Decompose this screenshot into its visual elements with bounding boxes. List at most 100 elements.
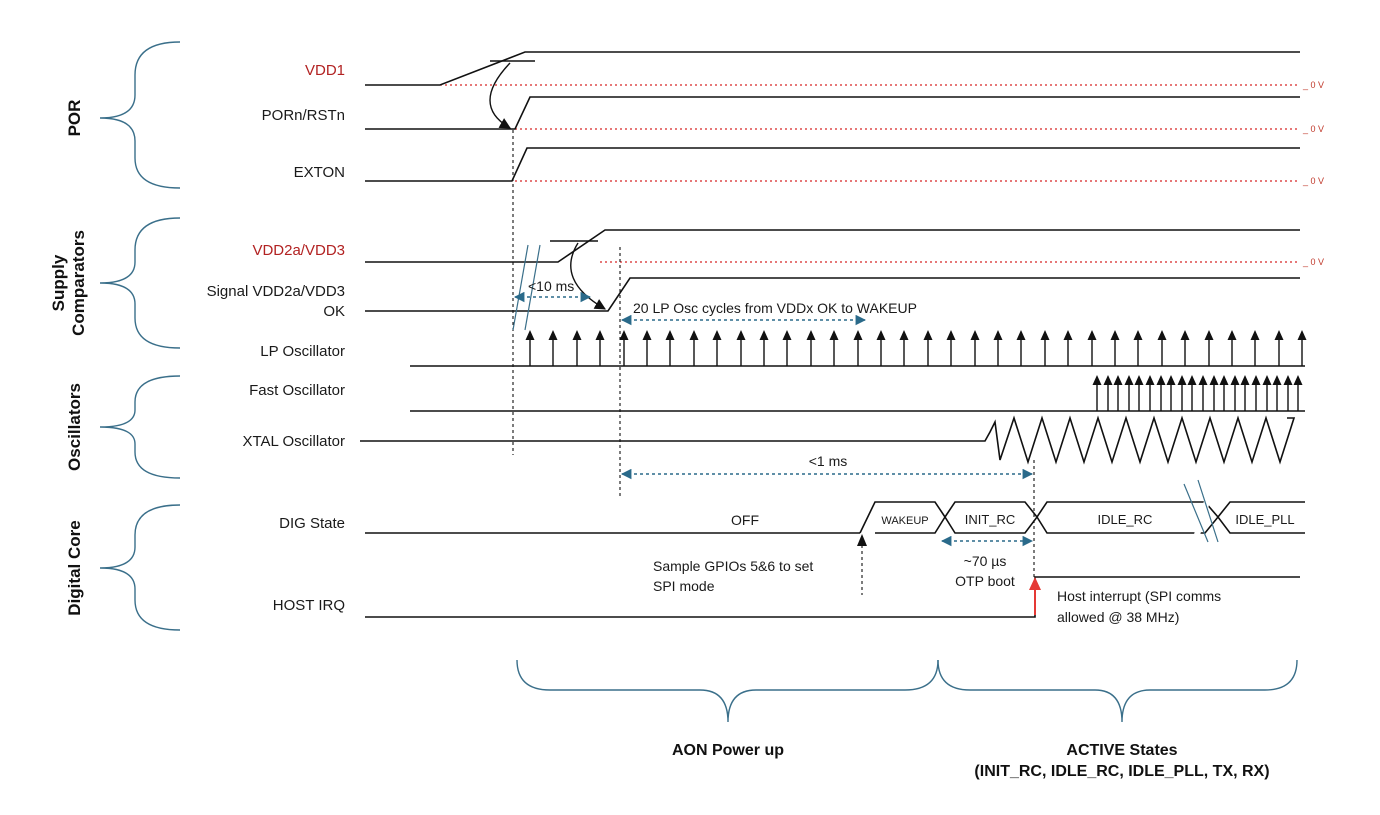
fast-tick-10-head xyxy=(1198,375,1208,385)
lp-tick-22-head xyxy=(1040,330,1050,340)
waveform-porn xyxy=(365,96,1300,130)
annotation-lp-cycles: 20 LP Osc cycles from VDDx OK to WAKEUP xyxy=(633,300,917,316)
lp-tick-15-head xyxy=(876,330,886,340)
lp-tick-24-head xyxy=(1087,330,1097,340)
supply-brace xyxy=(99,217,181,349)
lp-tick-10-head xyxy=(759,330,769,340)
signal-label-lp-osc: LP Oscillator xyxy=(260,343,345,360)
fast-tick-15-head xyxy=(1251,375,1261,385)
signal-label-vdd2a: VDD2a/VDD3 xyxy=(252,242,345,259)
lp-tick-29-head xyxy=(1204,330,1214,340)
lp-tick-6-head xyxy=(665,330,675,340)
group-label-digital: Digital Core xyxy=(65,520,84,615)
lp-tick-0-head xyxy=(525,330,535,340)
fast-tick-1-head xyxy=(1103,375,1113,385)
signal-label-porn: PORn/RSTn xyxy=(262,107,345,124)
lp-oscillator-ticks xyxy=(525,330,1307,366)
fast-tick-0-head xyxy=(1092,375,1102,385)
fast-tick-16-head xyxy=(1262,375,1272,385)
lp-tick-23-head xyxy=(1063,330,1073,340)
waveform-exton xyxy=(365,147,1300,182)
annotation-70us: ~70 µs xyxy=(964,553,1007,569)
oscillators-brace xyxy=(99,375,181,479)
lp-tick-25-head xyxy=(1110,330,1120,340)
zero-label-vdd2a: _ 0 V xyxy=(1302,257,1324,267)
digital-brace xyxy=(99,504,181,631)
zero-label-exton: _ 0 V xyxy=(1302,176,1324,186)
fast-tick-18-head xyxy=(1283,375,1293,385)
brace-aon-power-up xyxy=(516,659,939,723)
annotation-lt1ms: <1 ms xyxy=(809,453,848,469)
state-wakeup: WAKEUP xyxy=(881,515,928,527)
signal-label-vdd-ok: Signal VDD2a/VDD3 xyxy=(207,283,345,300)
gpio-sample-arrow xyxy=(857,534,867,546)
lp-tick-31-head xyxy=(1250,330,1260,340)
lp-tick-3-head xyxy=(595,330,605,340)
fast-tick-11-head xyxy=(1209,375,1219,385)
lp-tick-14-head xyxy=(853,330,863,340)
lp-tick-5-head xyxy=(642,330,652,340)
lp-tick-28-head xyxy=(1180,330,1190,340)
annotation-lt10ms: <10 ms xyxy=(528,278,574,294)
group-label-supply: SupplyComparators xyxy=(49,230,88,336)
phase-aon-power-up: AON Power up xyxy=(672,742,784,759)
lp-tick-11-head xyxy=(782,330,792,340)
state-idle-pll: IDLE_PLL xyxy=(1235,512,1294,527)
fast-tick-14-head xyxy=(1240,375,1250,385)
lp-tick-4-head xyxy=(619,330,629,340)
lp-tick-21-head xyxy=(1016,330,1026,340)
waveform-vdd2a xyxy=(365,229,1300,263)
fast-oscillator-ticks xyxy=(1092,375,1303,411)
lp-tick-9-head xyxy=(736,330,746,340)
cause-arrow-vdd1-porn xyxy=(489,62,511,129)
lp-tick-1-head xyxy=(548,330,558,340)
brace-active-states xyxy=(937,659,1298,723)
fast-tick-13-head xyxy=(1230,375,1240,385)
host-irq-arrow-head xyxy=(1029,577,1041,590)
signal-label-vdd-ok-2: OK xyxy=(323,303,345,320)
lp-tick-33-head xyxy=(1297,330,1307,340)
signal-label-fast-osc: Fast Oscillator xyxy=(249,382,345,399)
lp-tick-16-head xyxy=(899,330,909,340)
zero-label-vdd1: _ 0 V xyxy=(1302,80,1324,90)
cause-arrow-vdd2a-ok xyxy=(570,242,606,310)
phase-active-states: ACTIVE States xyxy=(1066,742,1177,759)
break-mark-1 xyxy=(512,244,529,331)
lp-tick-20-head xyxy=(993,330,1003,340)
fast-tick-5-head xyxy=(1145,375,1155,385)
state-idle-rc: IDLE_RC xyxy=(1098,512,1153,527)
lp-tick-17-head xyxy=(923,330,933,340)
lp-tick-8-head xyxy=(712,330,722,340)
fast-tick-12-head xyxy=(1219,375,1229,385)
signal-label-vdd1: VDD1 xyxy=(305,62,345,79)
lp-tick-7-head xyxy=(689,330,699,340)
lp-tick-19-head xyxy=(970,330,980,340)
signal-label-xtal-osc: XTAL Oscillator xyxy=(242,433,345,450)
annotation-otp-boot: OTP boot xyxy=(955,573,1015,589)
fast-tick-9-head xyxy=(1187,375,1197,385)
signal-label-exton: EXTON xyxy=(294,164,345,181)
dig-state-bus xyxy=(365,479,1305,543)
signal-label-host-irq: HOST IRQ xyxy=(273,597,345,614)
state-off: OFF xyxy=(731,512,759,528)
break-mark-2 xyxy=(524,244,541,331)
fast-tick-17-head xyxy=(1272,375,1282,385)
fast-tick-2-head xyxy=(1113,375,1123,385)
waveform-xtal-osc xyxy=(360,415,1296,465)
lp-tick-32-head xyxy=(1274,330,1284,340)
lp-tick-27-head xyxy=(1157,330,1167,340)
annotation-host-irq-1: Host interrupt (SPI comms xyxy=(1057,588,1221,604)
por-brace xyxy=(99,41,181,189)
annotation-host-irq-2: allowed @ 38 MHz) xyxy=(1057,609,1179,625)
fast-tick-19-head xyxy=(1293,375,1303,385)
annotation-gpio-1: Sample GPIOs 5&6 to set xyxy=(653,558,813,574)
fast-tick-8-head xyxy=(1177,375,1187,385)
phase-active-states-list: (INIT_RC, IDLE_RC, IDLE_PLL, TX, RX) xyxy=(974,763,1269,780)
fast-tick-7-head xyxy=(1166,375,1176,385)
lp-tick-26-head xyxy=(1133,330,1143,340)
fast-tick-4-head xyxy=(1134,375,1144,385)
lp-tick-12-head xyxy=(806,330,816,340)
annotation-gpio-2: SPI mode xyxy=(653,578,715,594)
lp-tick-30-head xyxy=(1227,330,1237,340)
